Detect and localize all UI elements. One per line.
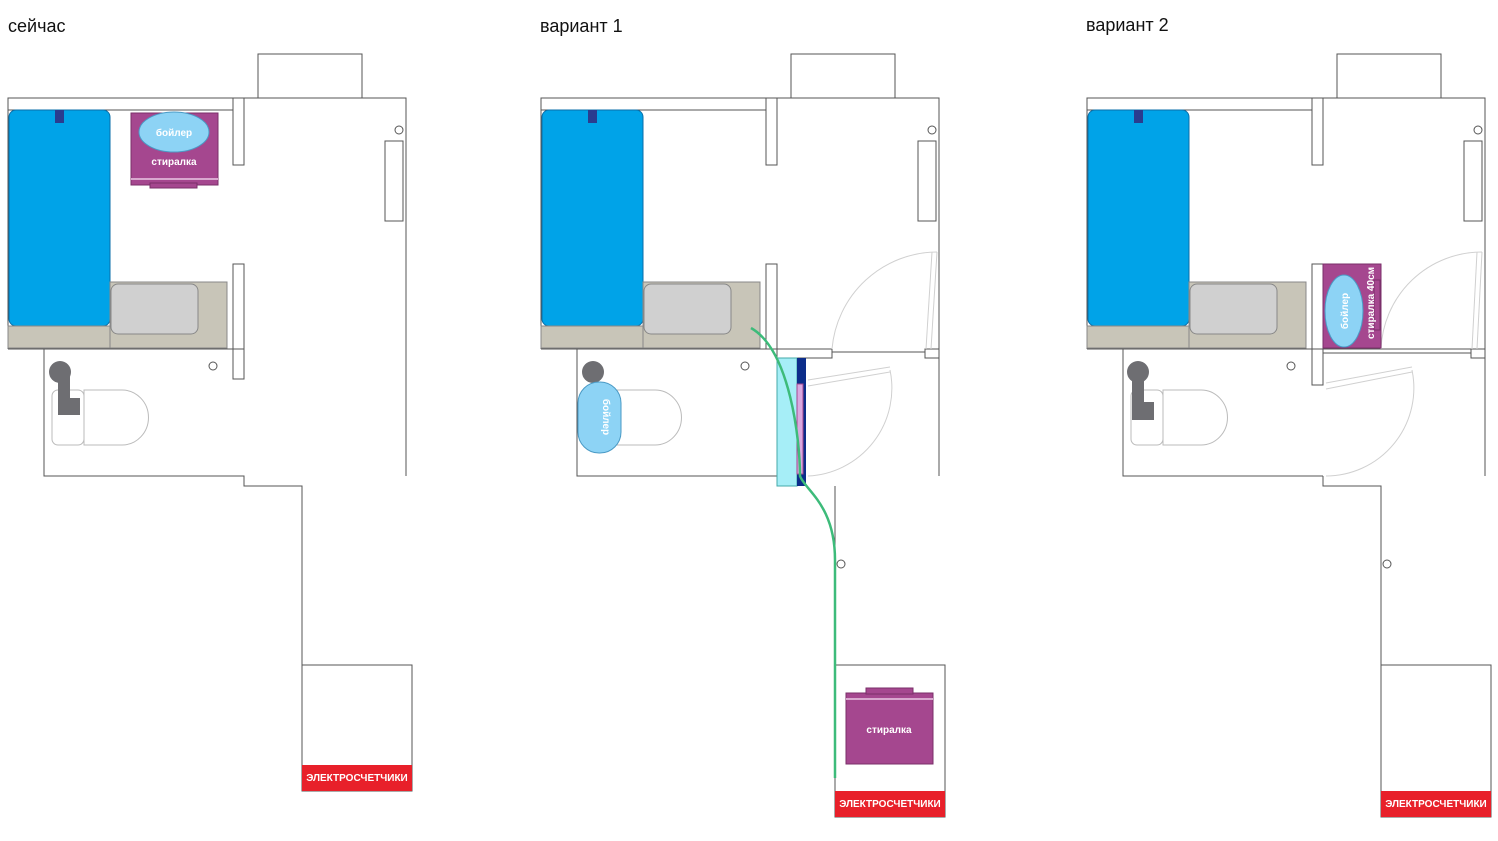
boiler-label: бойлер	[156, 127, 192, 139]
plan-current: бойлер стиралка ЭЛЕКТРОСЧЕТЧИКИ	[7, 53, 413, 792]
sink	[110, 283, 199, 335]
title-current: сейчас	[8, 16, 66, 36]
washer-foot	[1373, 279, 1381, 331]
boiler	[138, 111, 210, 153]
washer-foot	[149, 182, 198, 189]
sink	[643, 283, 732, 335]
tray-base	[7, 325, 112, 349]
washer-line	[131, 178, 218, 180]
boiler-label: бойлер	[1339, 293, 1351, 329]
drain-hose	[750, 326, 837, 778]
sink	[1189, 283, 1278, 335]
tray-base	[540, 325, 645, 349]
electric-meters	[302, 765, 412, 791]
plan-variant-1: бойлер стиралка ЭЛЕКТРОСЧЕТЧИКИ	[540, 53, 946, 818]
washer-line	[846, 698, 933, 700]
tray-base	[1086, 325, 1191, 349]
door-swings	[1325, 251, 1483, 477]
shower-drain	[55, 110, 64, 123]
shower-drain	[1134, 110, 1143, 123]
electric-meters	[835, 791, 945, 817]
cabinet	[776, 357, 798, 487]
shower-tray	[8, 109, 111, 327]
shower-tray	[541, 109, 644, 327]
washer-label: стиралка	[866, 725, 912, 736]
toilet	[49, 361, 149, 446]
meters-label: ЭЛЕКТРОСЧЕТЧИКИ	[839, 799, 940, 810]
washer-label: стиралка 40см	[1366, 267, 1377, 339]
electric-meters	[1381, 791, 1491, 817]
shower-drain	[588, 110, 597, 123]
washer-label: стиралка	[151, 157, 197, 168]
washer	[845, 692, 934, 765]
plan-variant-2: бойлер стиралка 40см ЭЛЕКТРОСЧЕТЧИКИ	[1086, 53, 1492, 818]
toilet-pipe	[582, 361, 604, 383]
door-swings	[807, 251, 938, 477]
washer-foot	[865, 687, 914, 695]
boiler	[577, 381, 622, 454]
boiler-label: бойлер	[600, 399, 612, 435]
toilet	[1127, 361, 1228, 446]
boiler	[1324, 274, 1364, 348]
title-variant-1: вариант 1	[540, 16, 623, 36]
meters-label: ЭЛЕКТРОСЧЕТЧИКИ	[306, 773, 407, 784]
title-variant-2: вариант 2	[1086, 15, 1169, 35]
shower-tray	[1087, 109, 1190, 327]
meters-label: ЭЛЕКТРОСЧЕТЧИКИ	[1385, 799, 1486, 810]
